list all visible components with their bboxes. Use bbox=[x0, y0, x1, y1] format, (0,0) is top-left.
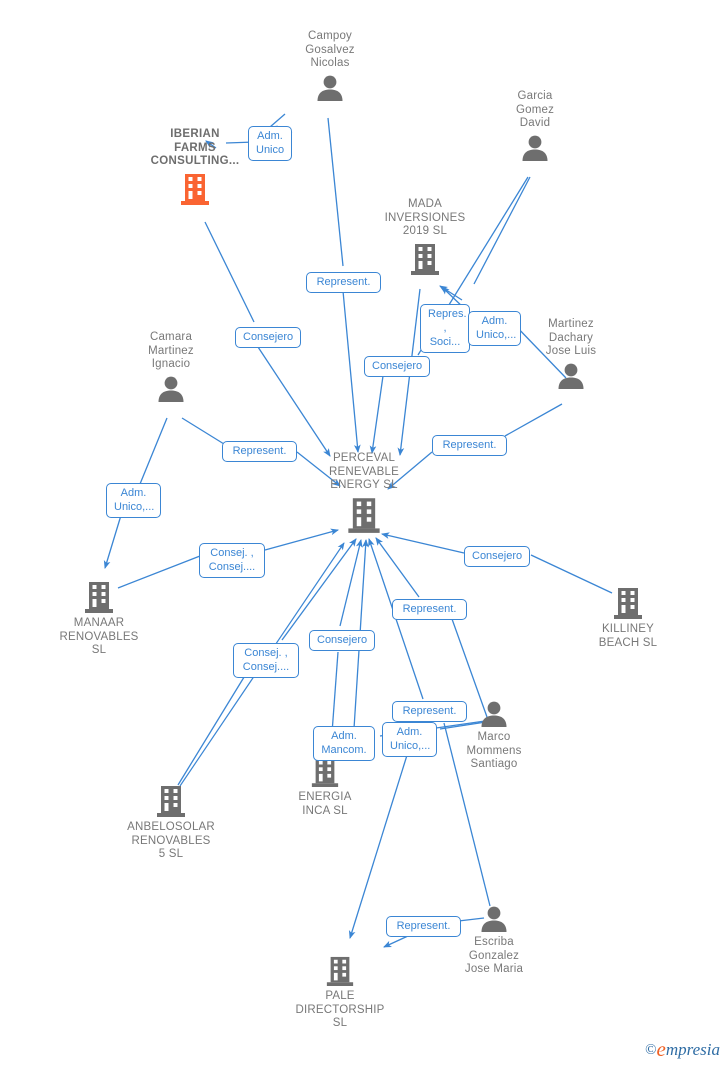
node-campoy-gosalvez-nicolas[interactable]: Campoy Gosalvez Nicolas bbox=[270, 30, 390, 102]
person-icon bbox=[475, 134, 595, 162]
building-icon bbox=[39, 580, 159, 614]
edge-label-represent-campoy-perceval[interactable]: Represent. bbox=[306, 272, 381, 293]
node-escriba-gonzalez-jose-maria[interactable]: Escriba Gonzalez Jose Maria bbox=[434, 905, 554, 977]
empresia-watermark: ©empresia bbox=[645, 1037, 720, 1062]
node-label: MANAAR RENOVABLES SL bbox=[59, 617, 139, 657]
edge-label-adm-unico-camara-manaar[interactable]: Adm. Unico,... bbox=[106, 483, 161, 518]
edge-label-adm-mancom-marco-energiainca[interactable]: Adm. Mancom. bbox=[313, 726, 375, 761]
brand-initial: e bbox=[656, 1037, 666, 1061]
edge-label-adm-unico-marco-pale[interactable]: Adm. Unico,... bbox=[382, 722, 437, 757]
node-label: Escriba Gonzalez Jose Maria bbox=[464, 936, 524, 976]
edge-label-repres-soci-garcia-mada[interactable]: Repres. , Soci... bbox=[420, 304, 470, 353]
brand-name: mpresia bbox=[665, 1040, 720, 1059]
node-pale-directorship-sl[interactable]: PALE DIRECTORSHIP SL bbox=[280, 955, 400, 1031]
person-icon bbox=[511, 362, 631, 390]
node-label: ENERGIA INCA SL bbox=[298, 791, 352, 817]
node-label: Garcia Gomez David bbox=[515, 90, 555, 130]
node-label: MADA INVERSIONES 2019 SL bbox=[384, 198, 466, 238]
edge-label-represent-escriba-perceval[interactable]: Represent. bbox=[392, 701, 467, 722]
node-perceval-renevable-energy-sl[interactable]: PERCEVAL RENEVABLE ENERGY SL bbox=[304, 452, 424, 534]
node-label: KILLINEY BEACH SL bbox=[598, 623, 658, 649]
person-icon bbox=[111, 375, 231, 403]
person-icon bbox=[270, 74, 390, 102]
building-icon bbox=[568, 586, 688, 620]
building-icon bbox=[280, 955, 400, 987]
edge-label-represent-camara-perceval[interactable]: Represent. bbox=[222, 441, 297, 462]
node-camara-martinez-ignacio[interactable]: Camara Martinez Ignacio bbox=[111, 331, 231, 403]
node-iberian-farms-consulting[interactable]: IBERIAN FARMS CONSULTING... bbox=[135, 128, 255, 206]
person-icon bbox=[434, 700, 554, 728]
building-icon bbox=[304, 496, 424, 534]
edge-label-consejero-energiainca-perceval[interactable]: Consejero bbox=[309, 630, 375, 651]
edge-label-represent-dachary-perceval[interactable]: Represent. bbox=[432, 435, 507, 456]
edge-label-adm-unico-dachary-mada[interactable]: Adm. Unico,... bbox=[468, 311, 521, 346]
building-icon bbox=[135, 172, 255, 206]
edge-label-represent-escriba-pale[interactable]: Represent. bbox=[386, 916, 461, 937]
node-killiney-beach-sl[interactable]: KILLINEY BEACH SL bbox=[568, 586, 688, 650]
node-label: Marco Mommens Santiago bbox=[466, 731, 522, 771]
copyright-symbol: © bbox=[645, 1042, 657, 1058]
person-icon bbox=[434, 905, 554, 933]
edge-label-represent-marco-perceval[interactable]: Represent. bbox=[392, 599, 467, 620]
edge-label-consejero-garcia-perceval[interactable]: Consejero bbox=[364, 356, 430, 377]
building-icon bbox=[111, 784, 231, 818]
edge-label-consejero-killiney-perceval[interactable]: Consejero bbox=[464, 546, 530, 567]
node-label: Martinez Dachary Jose Luis bbox=[545, 318, 597, 358]
edge-label-consej-anbelosolar-perceval[interactable]: Consej. , Consej.... bbox=[233, 643, 299, 678]
node-label: ANBELOSOLAR RENOVABLES 5 SL bbox=[127, 821, 215, 861]
node-martinez-dachary-jose-luis[interactable]: Martinez Dachary Jose Luis bbox=[511, 318, 631, 390]
node-anbelosolar-renovables-5-sl[interactable]: ANBELOSOLAR RENOVABLES 5 SL bbox=[111, 784, 231, 862]
node-label: PERCEVAL RENEVABLE ENERGY SL bbox=[329, 452, 399, 492]
building-icon bbox=[265, 756, 385, 788]
node-marco-mommens-santiago[interactable]: Marco Mommens Santiago bbox=[434, 700, 554, 772]
node-label: PALE DIRECTORSHIP SL bbox=[295, 990, 385, 1030]
node-label: Camara Martinez Ignacio bbox=[148, 331, 194, 371]
node-manaar-renovables-sl[interactable]: MANAAR RENOVABLES SL bbox=[39, 580, 159, 658]
edge-label-consej-manaar-perceval[interactable]: Consej. , Consej.... bbox=[199, 543, 265, 578]
node-label: Campoy Gosalvez Nicolas bbox=[305, 30, 355, 70]
edge-label-adm-unico-campoy-iberian[interactable]: Adm. Unico bbox=[248, 126, 292, 161]
node-energia-inca-sl[interactable]: ENERGIA INCA SL bbox=[265, 756, 385, 818]
node-mada-inversiones-2019-sl[interactable]: MADA INVERSIONES 2019 SL bbox=[365, 198, 485, 276]
node-garcia-gomez-david[interactable]: Garcia Gomez David bbox=[475, 90, 595, 162]
edge-label-consejero-iberian-perceval[interactable]: Consejero bbox=[235, 327, 301, 348]
building-icon bbox=[365, 242, 485, 276]
node-label: IBERIAN FARMS CONSULTING... bbox=[150, 128, 240, 168]
